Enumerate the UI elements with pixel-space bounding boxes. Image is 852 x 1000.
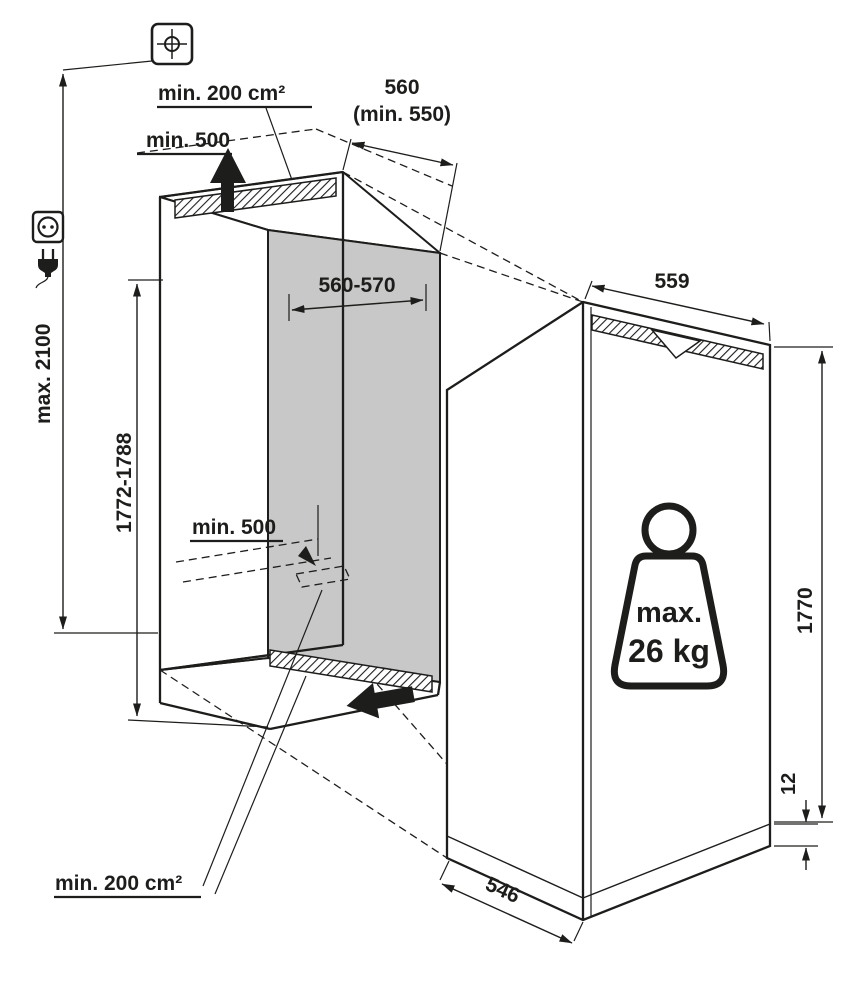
floor-clearance-arrow bbox=[298, 546, 316, 566]
clearance-dashed-lines bbox=[136, 128, 453, 187]
vent-top-text: min. 200 cm² bbox=[158, 82, 285, 105]
appliance: max. 26 kg bbox=[445, 300, 772, 922]
label-clearance-top: min. 500 bbox=[137, 129, 232, 156]
dim-niche-depth: 560 (min. 550) bbox=[342, 76, 458, 252]
airflow-up-arrow-icon bbox=[210, 148, 246, 212]
clearance-top-text: min. 500 bbox=[146, 129, 230, 152]
label-total-height: max. 2100 bbox=[32, 324, 55, 424]
airflow-in-arrow-icon bbox=[346, 682, 415, 719]
vent-strip-top bbox=[174, 177, 337, 219]
appliance-body bbox=[445, 300, 772, 922]
niche-left-wall bbox=[159, 195, 269, 672]
clearance-floor-text: min. 500 bbox=[192, 516, 276, 539]
label-vent-bottom: min. 200 cm² bbox=[54, 589, 323, 899]
label-niche-width: 560-570 bbox=[318, 274, 395, 297]
power-symbols bbox=[31, 210, 65, 289]
dim-base-gap: 12 bbox=[774, 773, 818, 870]
label-base-gap: 12 bbox=[778, 773, 800, 795]
handle-grip-notch bbox=[649, 328, 702, 360]
plinth-line-front bbox=[582, 823, 771, 899]
label-clearance-floor: min. 500 bbox=[190, 516, 283, 543]
weight-icon-body bbox=[610, 552, 728, 690]
dim-appliance-width: 559 bbox=[584, 270, 771, 342]
weight-badge: max. 26 kg bbox=[610, 502, 728, 690]
dim-niche-height: 1772-1788 bbox=[113, 279, 269, 728]
label-niche-height: 1772-1788 bbox=[113, 432, 136, 533]
weight-icon-ball bbox=[641, 502, 697, 558]
niche-cabinet bbox=[158, 170, 444, 731]
label-vent-top: min. 200 cm² bbox=[157, 82, 312, 181]
fixing-point-icon bbox=[150, 22, 194, 66]
label-appliance-height: 1770 bbox=[794, 587, 817, 634]
dim-appliance-height: 1770 bbox=[774, 346, 833, 823]
dim-total-height: max. 2100 bbox=[32, 60, 158, 634]
floor-clearance-marks bbox=[175, 505, 351, 588]
dim-niche-width: 560-570 bbox=[288, 274, 427, 321]
vent-strip-bottom bbox=[269, 649, 433, 693]
vent-bottom-text: min. 200 cm² bbox=[55, 872, 182, 895]
power-socket-icon bbox=[31, 210, 65, 244]
label-niche-depth-min: (min. 550) bbox=[353, 103, 451, 126]
weight-value-label: 26 kg bbox=[628, 633, 710, 669]
label-appliance-width: 559 bbox=[654, 270, 689, 293]
weight-max-label: max. bbox=[636, 597, 702, 629]
niche-front-frame bbox=[158, 170, 345, 672]
power-plug-icon bbox=[35, 249, 58, 289]
label-niche-depth: 560 bbox=[384, 76, 419, 99]
niche-back-panel bbox=[267, 228, 441, 684]
